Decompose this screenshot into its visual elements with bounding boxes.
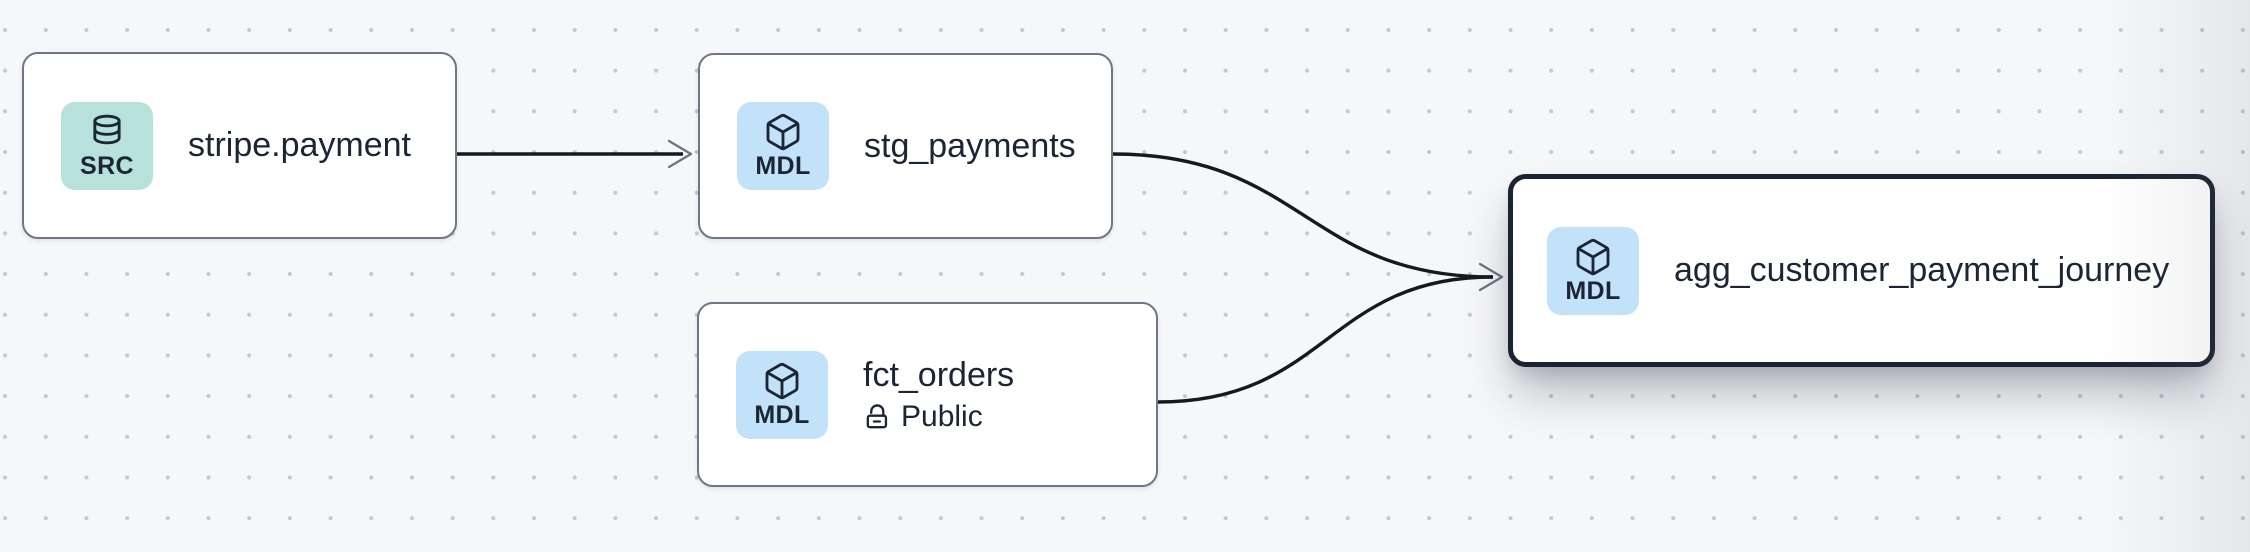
node-stripe-payment[interactable]: SRC stripe.payment <box>22 52 457 239</box>
cube-icon <box>765 362 799 400</box>
node-title: fct_orders <box>863 355 1015 394</box>
node-title: stripe.payment <box>188 126 411 165</box>
node-stg-payments[interactable]: MDL stg_payments <box>698 53 1113 239</box>
badge-label: SRC <box>80 151 134 180</box>
edge-stg-payments-to-agg-customer-payment-journey[interactable] <box>1112 152 1494 279</box>
node-agg-customer-payment-journey[interactable]: MDL agg_customer_payment_journey <box>1508 174 2215 367</box>
node-fct-orders[interactable]: MDL fct_orders Public <box>697 302 1158 487</box>
unlock-icon <box>866 403 888 428</box>
edge-fct-orders-to-agg-customer-payment-journey[interactable] <box>1157 262 1504 404</box>
model-type-badge: MDL <box>736 350 828 439</box>
badge-label: MDL <box>1565 276 1621 305</box>
source-type-badge: SRC <box>61 101 153 190</box>
access-label: Public <box>901 400 983 434</box>
badge-label: MDL <box>754 400 810 429</box>
badge-label: MDL <box>755 152 811 181</box>
arrowhead-icon <box>1478 262 1504 292</box>
edge-stripe-payment-to-stg-payments[interactable] <box>457 139 693 169</box>
database-icon <box>93 114 121 145</box>
access-level: Public <box>863 400 1014 434</box>
model-type-badge: MDL <box>1547 226 1639 315</box>
node-title: stg_payments <box>864 126 1076 165</box>
model-type-badge: MDL <box>737 102 829 190</box>
cube-icon <box>766 114 800 151</box>
arrowhead-icon <box>667 139 693 169</box>
cube-icon <box>1576 238 1610 276</box>
node-title: agg_customer_payment_journey <box>1674 251 2170 290</box>
